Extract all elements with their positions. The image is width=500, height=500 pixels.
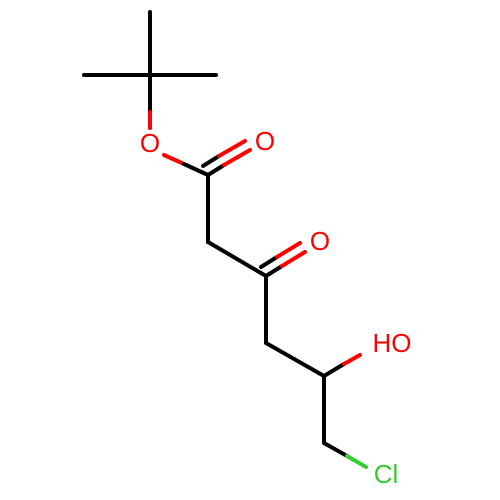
ketone-oxygen-label: O [310,226,330,256]
bond-ester-carbonyl-2b [217,139,247,158]
bond-c6-chlorine-carbon-half [322,441,349,458]
bond-c2-c3 [206,240,268,278]
ester-oxygen-label: O [140,128,160,158]
ester-carbonyl-oxygen-label: O [255,126,275,156]
bond-ester-carbonyl-1a [206,163,226,177]
bond-ester-carbon-half [182,162,210,177]
bond-c6-chlorine-cl-half [345,454,368,469]
hydroxyl-label: HO [373,328,412,358]
bond-ester-carbonyl-1b [222,148,252,167]
bond-ester-oxygen-half [162,153,186,166]
chlorine-label: Cl [374,459,399,489]
bond-ketone-2a [259,255,279,269]
bond-ketone-2b [275,241,302,259]
bond-ketone-1a [264,264,284,278]
bond-hydroxyl-carbon-half [322,362,346,378]
bond-ketone-1b [280,250,307,268]
bond-ester-carbonyl-2a [201,154,221,168]
bond-c4-c5 [264,341,326,378]
bond-hydroxyl-oxygen-half [342,353,362,366]
